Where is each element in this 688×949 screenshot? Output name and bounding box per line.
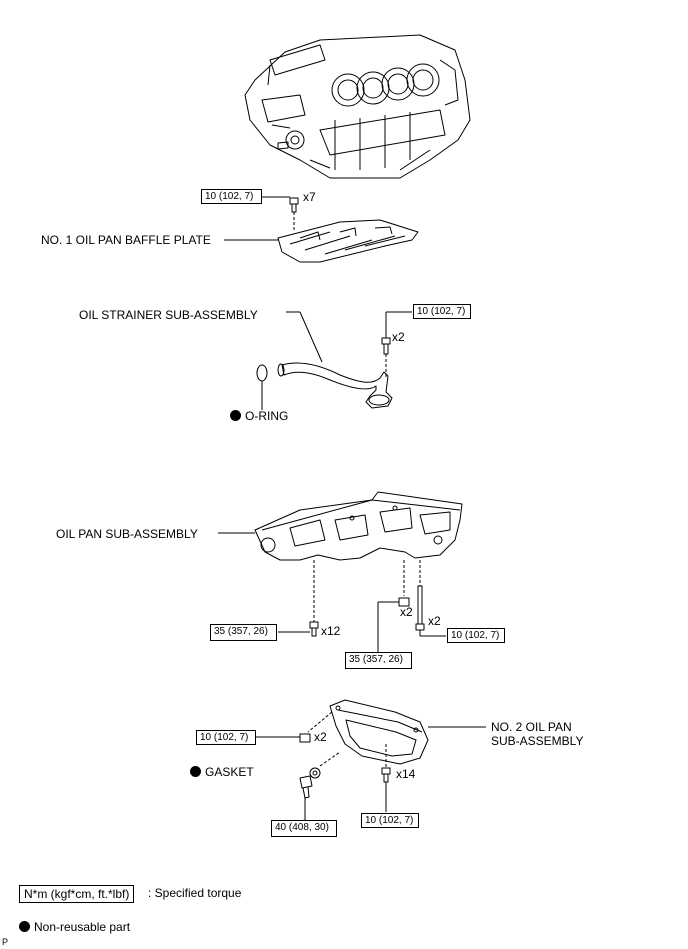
qty-pan2-nuts: x2 — [314, 730, 327, 744]
label-baffle-plate: NO. 1 OIL PAN BAFFLE PLATE — [41, 233, 211, 247]
torque-box-pan-left: 35 (357, 26) — [210, 624, 277, 641]
qty-pan2-bolts: x14 — [396, 767, 416, 781]
legend-torque-box: N*m (kgf*cm, ft.*lbf) — [19, 885, 135, 903]
qty-pan-studs: x2 — [428, 614, 441, 628]
torque-box-pan2-bottom: 10 (102, 7) — [361, 813, 419, 828]
label-o-ring-text: O-RING — [245, 409, 289, 423]
bolt-x2-strainer-illustration — [381, 337, 391, 355]
nonreusable-dot-icon — [19, 921, 30, 932]
bolt-x14-illustration — [381, 767, 391, 783]
bolt-x12-illustration — [309, 621, 319, 637]
nut-x2-pan2-illustration — [299, 733, 311, 743]
nut-x2-illustration — [398, 597, 410, 607]
torque-box-strainer: 10 (102, 7) — [413, 304, 471, 319]
torque-box-pan-right: 10 (102, 7) — [447, 628, 505, 643]
corner-mark: P — [2, 937, 9, 947]
label-gasket: GASKET — [190, 766, 254, 778]
qty-strainer-bolts: x2 — [392, 330, 405, 344]
nonreusable-dot-icon — [230, 410, 241, 421]
no2-oil-pan-illustration — [329, 699, 429, 765]
legend-nonreusable-text: Non-reusable part — [34, 920, 131, 934]
baffle-plate-illustration — [277, 219, 419, 263]
label-o-ring: O-RING — [230, 410, 288, 422]
legend-nonreusable: Non-reusable part — [19, 921, 130, 933]
qty-pan-nuts: x2 — [400, 605, 413, 619]
label-gasket-text: GASKET — [205, 765, 254, 779]
gasket-illustration — [309, 767, 321, 779]
oil-strainer-illustration — [277, 362, 393, 409]
stud-bolt-x2-illustration — [415, 585, 425, 631]
torque-box-drain-plug: 40 (408, 30) — [271, 820, 337, 837]
label-oil-pan: OIL PAN SUB-ASSEMBLY — [56, 527, 198, 541]
bolt-x7-illustration — [289, 197, 299, 213]
qty-baffle-bolts: x7 — [303, 190, 316, 204]
label-no2-oil-pan-2: SUB-ASSEMBLY — [491, 734, 584, 748]
nonreusable-dot-icon — [190, 766, 201, 777]
label-no2-oil-pan-1: NO. 2 OIL PAN — [491, 720, 572, 734]
drain-plug-illustration — [299, 775, 313, 799]
legend-torque-desc: : Specified torque — [148, 886, 242, 900]
oil-pan-illustration — [254, 491, 463, 561]
torque-box-pan-mid: 35 (357, 26) — [345, 652, 412, 669]
torque-box-baffle: 10 (102, 7) — [201, 189, 262, 204]
engine-block-illustration — [244, 34, 471, 179]
qty-pan-bolts-left: x12 — [321, 624, 341, 638]
label-oil-strainer: OIL STRAINER SUB-ASSEMBLY — [79, 308, 258, 322]
o-ring-illustration — [256, 364, 268, 382]
torque-box-pan2-left: 10 (102, 7) — [196, 730, 256, 745]
